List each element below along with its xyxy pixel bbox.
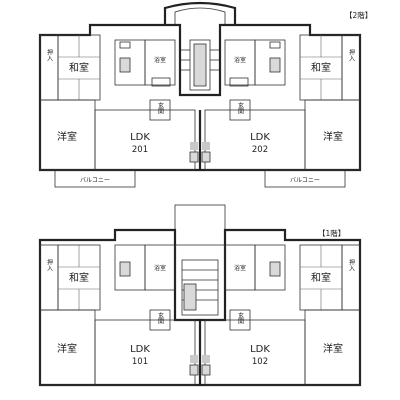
yoshitsu-label-102: 洋室	[323, 342, 343, 355]
bath-201	[144, 39, 176, 86]
genkan-102	[229, 309, 251, 331]
bath-label-202: 浴室	[234, 56, 246, 64]
ldk-label-101: LDK	[130, 344, 150, 355]
balcony-label-right: バルコニー	[290, 177, 320, 184]
floor-label-lower: 【1階】	[318, 228, 345, 238]
ldk-101	[94, 319, 196, 386]
bath-label-102: 浴室	[234, 264, 246, 272]
bath-101	[144, 244, 176, 291]
lower-stair-entry	[174, 204, 226, 246]
closet-102	[341, 244, 361, 311]
ldk-label-201: LDK	[130, 132, 150, 143]
bath-label-201: 浴室	[154, 56, 166, 64]
ldk-102	[204, 319, 306, 386]
closet-101	[39, 244, 59, 311]
lower-stairwell	[181, 259, 219, 316]
closet-label-101: 押入	[46, 258, 53, 271]
washitsu-label-201: 和室	[69, 61, 89, 74]
closet-202	[341, 34, 361, 101]
ldk-label-102: LDK	[250, 344, 270, 355]
yoshitsu-label-201: 洋室	[57, 130, 77, 143]
yoshitsu-label-202: 洋室	[323, 130, 343, 143]
bath-202	[224, 39, 256, 86]
unit-number-101: 101	[132, 357, 148, 367]
closet-label-202: 押入	[348, 48, 355, 61]
washitsu-label-101: 和室	[69, 271, 89, 284]
washitsu-label-202: 和室	[311, 61, 331, 74]
upper-stairwell	[189, 39, 211, 91]
closet-label-201: 押入	[46, 48, 53, 61]
yoshitsu-label-101: 洋室	[57, 342, 77, 355]
unit-number-102: 102	[252, 357, 268, 367]
closet-201	[39, 34, 59, 101]
genkan-label-201: 玄関	[157, 101, 164, 115]
lower-floor-plan	[38, 204, 362, 387]
unit-number-202: 202	[252, 145, 268, 155]
floor-label-upper: 【2階】	[345, 10, 372, 20]
unit-number-201: 201	[132, 145, 148, 155]
genkan-label-102: 玄関	[237, 311, 244, 325]
balcony-label-left: バルコニー	[80, 177, 110, 184]
bath-label-101: 浴室	[154, 264, 166, 272]
upper-stair-tower	[163, 1, 237, 25]
ldk-202	[204, 109, 306, 171]
genkan-label-101: 玄関	[157, 311, 164, 325]
washitsu-label-102: 和室	[311, 271, 331, 284]
genkan-202	[229, 99, 251, 121]
closet-label-102: 押入	[348, 258, 355, 271]
ldk-label-202: LDK	[250, 132, 270, 143]
upper-floor-plan	[38, 1, 362, 188]
ldk-201	[94, 109, 196, 171]
genkan-label-202: 玄関	[237, 101, 244, 115]
bath-102	[224, 244, 256, 291]
genkan-201	[149, 99, 171, 121]
genkan-101	[149, 309, 171, 331]
balcony-right	[264, 169, 346, 188]
balcony-left	[54, 169, 136, 188]
